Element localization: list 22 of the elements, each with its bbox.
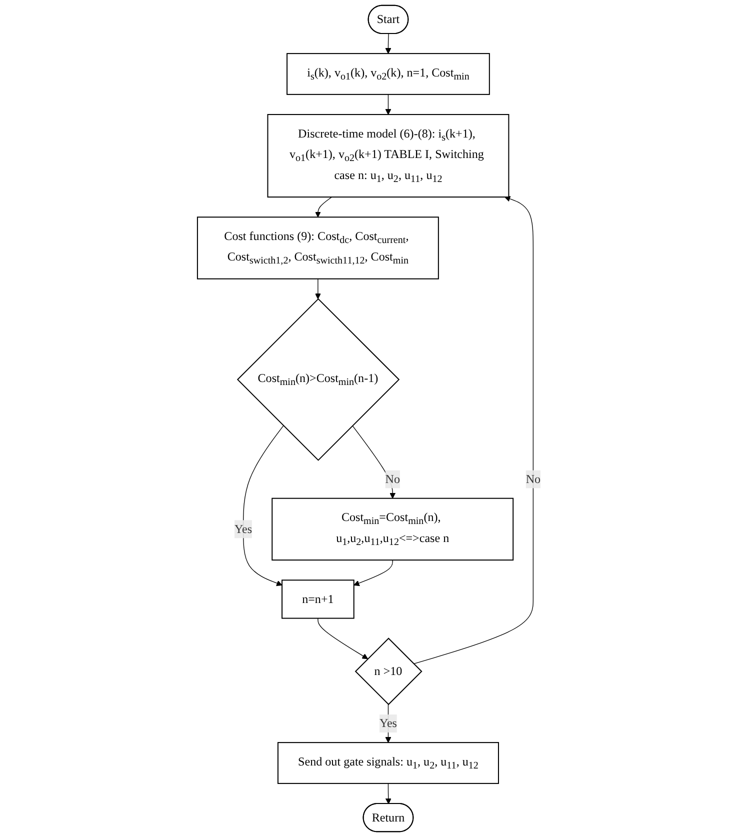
- edge-label: Yes: [379, 716, 397, 730]
- arrow: [385, 783, 392, 804]
- edge-label: Yes: [234, 522, 252, 536]
- node-box: Cost$_{min}$=Cost$_{min}$(n), u$_{1}$,u$_{2}$,u$_{11}$,u$_{12}$<=>case n: [272, 498, 514, 561]
- node-diamond: n >10: [354, 638, 422, 706]
- arrow: [385, 33, 392, 54]
- arrow: [385, 94, 392, 115]
- node-box: Send out gate signals: u$_{1}$, u$_{2}$, u$_{11}$, u$_{12}$: [277, 742, 499, 784]
- arrow: [242, 425, 284, 586]
- edge-label: No: [385, 472, 400, 486]
- edge-label: No: [526, 472, 541, 486]
- node-box: Cost functions (9): Cost$_{dc}$, Cost$_{current}$, Cost$_{swicth1,2}$, Cost$_{swicth11,12}$, Cost$_{min}$: [196, 216, 439, 280]
- arrow: [354, 560, 393, 586]
- node-box: n=n+1: [282, 580, 354, 619]
- arrow: [413, 196, 534, 664]
- node-box: i$_{s}$(k), v$_{o1}$(k), v$_{o2}$(k), n=1, Cost$_{min}$: [286, 53, 490, 95]
- node-diamond: Cost$_{min}$(n)>Cost$_{min}$(n-1): [236, 298, 400, 461]
- arrow: [352, 425, 396, 499]
- arrow: [315, 196, 332, 218]
- arrow: [318, 618, 368, 660]
- arrow: [315, 278, 321, 300]
- node-box: Discrete-time model (6)-(8): i$_{s}$(k+1), v$_{o1}$(k+1), v$_{o2}$(k+1) TABLE I, Switching case n: u$_{1}$, u$_{2}$, u$_{11}$, u$_{12}$: [267, 114, 510, 198]
